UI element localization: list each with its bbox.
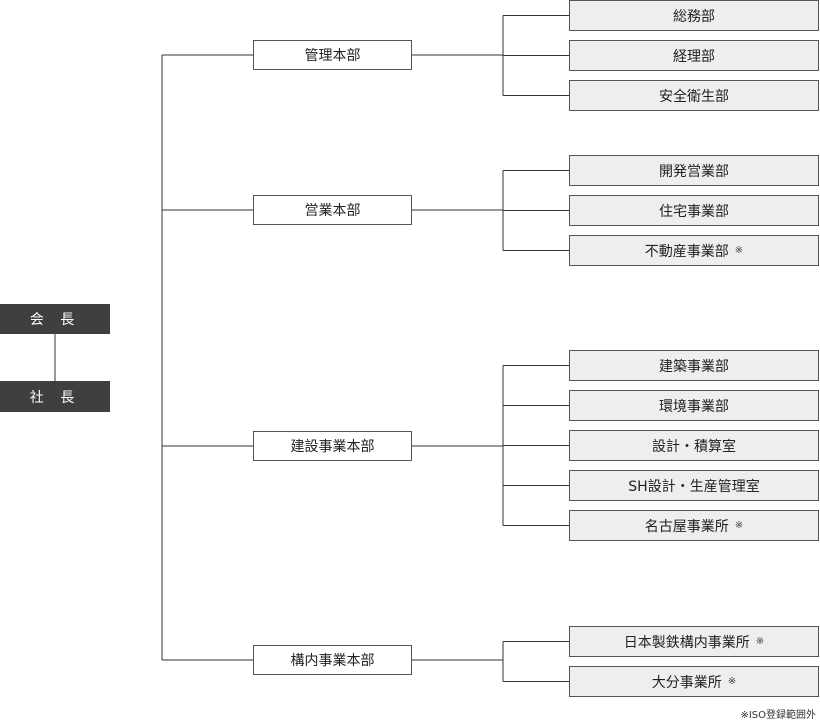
department-box: 大分事業所 ※: [569, 666, 819, 697]
division-box: 構内事業本部: [253, 645, 412, 675]
department-label: 住宅事業部: [659, 203, 729, 220]
department-label: 開発営業部: [659, 163, 729, 180]
department-box: 不動産事業部 ※: [569, 235, 819, 266]
department-box: 名古屋事業所 ※: [569, 510, 819, 541]
department-box: 設計・積算室: [569, 430, 819, 461]
division-label: 管理本部: [304, 48, 361, 64]
department-box: 建築事業部: [569, 350, 819, 381]
department-box: 住宅事業部: [569, 195, 819, 226]
division-label: 建設事業本部: [290, 439, 375, 455]
iso-exclusion-mark: ※: [734, 245, 744, 256]
department-label: 名古屋事業所: [644, 518, 729, 535]
department-label: 安全衛生部: [659, 88, 729, 105]
division-label: 構内事業本部: [290, 653, 375, 669]
president-label: 社 長: [29, 389, 81, 406]
iso-exclusion-mark: ※: [755, 636, 765, 647]
department-box: 開発営業部: [569, 155, 819, 186]
department-label: SH設計・生産管理室: [628, 478, 760, 495]
department-label: 設計・積算室: [652, 438, 736, 455]
department-label: 環境事業部: [659, 398, 729, 415]
department-label: 建築事業部: [659, 358, 729, 375]
department-box: 経理部: [569, 40, 819, 71]
iso-exclusion-mark: ※: [734, 520, 744, 531]
department-label: 日本製鉄構内事業所: [623, 634, 750, 651]
chairman-label: 会 長: [29, 312, 81, 328]
division-label: 営業本部: [304, 203, 361, 219]
department-box: 日本製鉄構内事業所 ※: [569, 626, 819, 657]
department-label: 経理部: [673, 48, 715, 65]
division-box: 建設事業本部: [253, 431, 412, 461]
president-box: 社 長: [0, 381, 110, 412]
chairman-box: 会 長: [0, 304, 110, 334]
department-box: 安全衛生部: [569, 80, 819, 111]
division-box: 管理本部: [253, 40, 412, 70]
footnote: ※ISO登録範囲外: [740, 710, 816, 721]
department-box: 環境事業部: [569, 390, 819, 421]
department-label: 総務部: [673, 8, 715, 25]
department-box: SH設計・生産管理室: [569, 470, 819, 501]
department-label: 不動産事業部: [644, 243, 729, 260]
division-box: 営業本部: [253, 195, 412, 225]
department-box: 総務部: [569, 0, 819, 31]
department-label: 大分事業所: [651, 674, 722, 691]
iso-exclusion-mark: ※: [727, 676, 737, 687]
